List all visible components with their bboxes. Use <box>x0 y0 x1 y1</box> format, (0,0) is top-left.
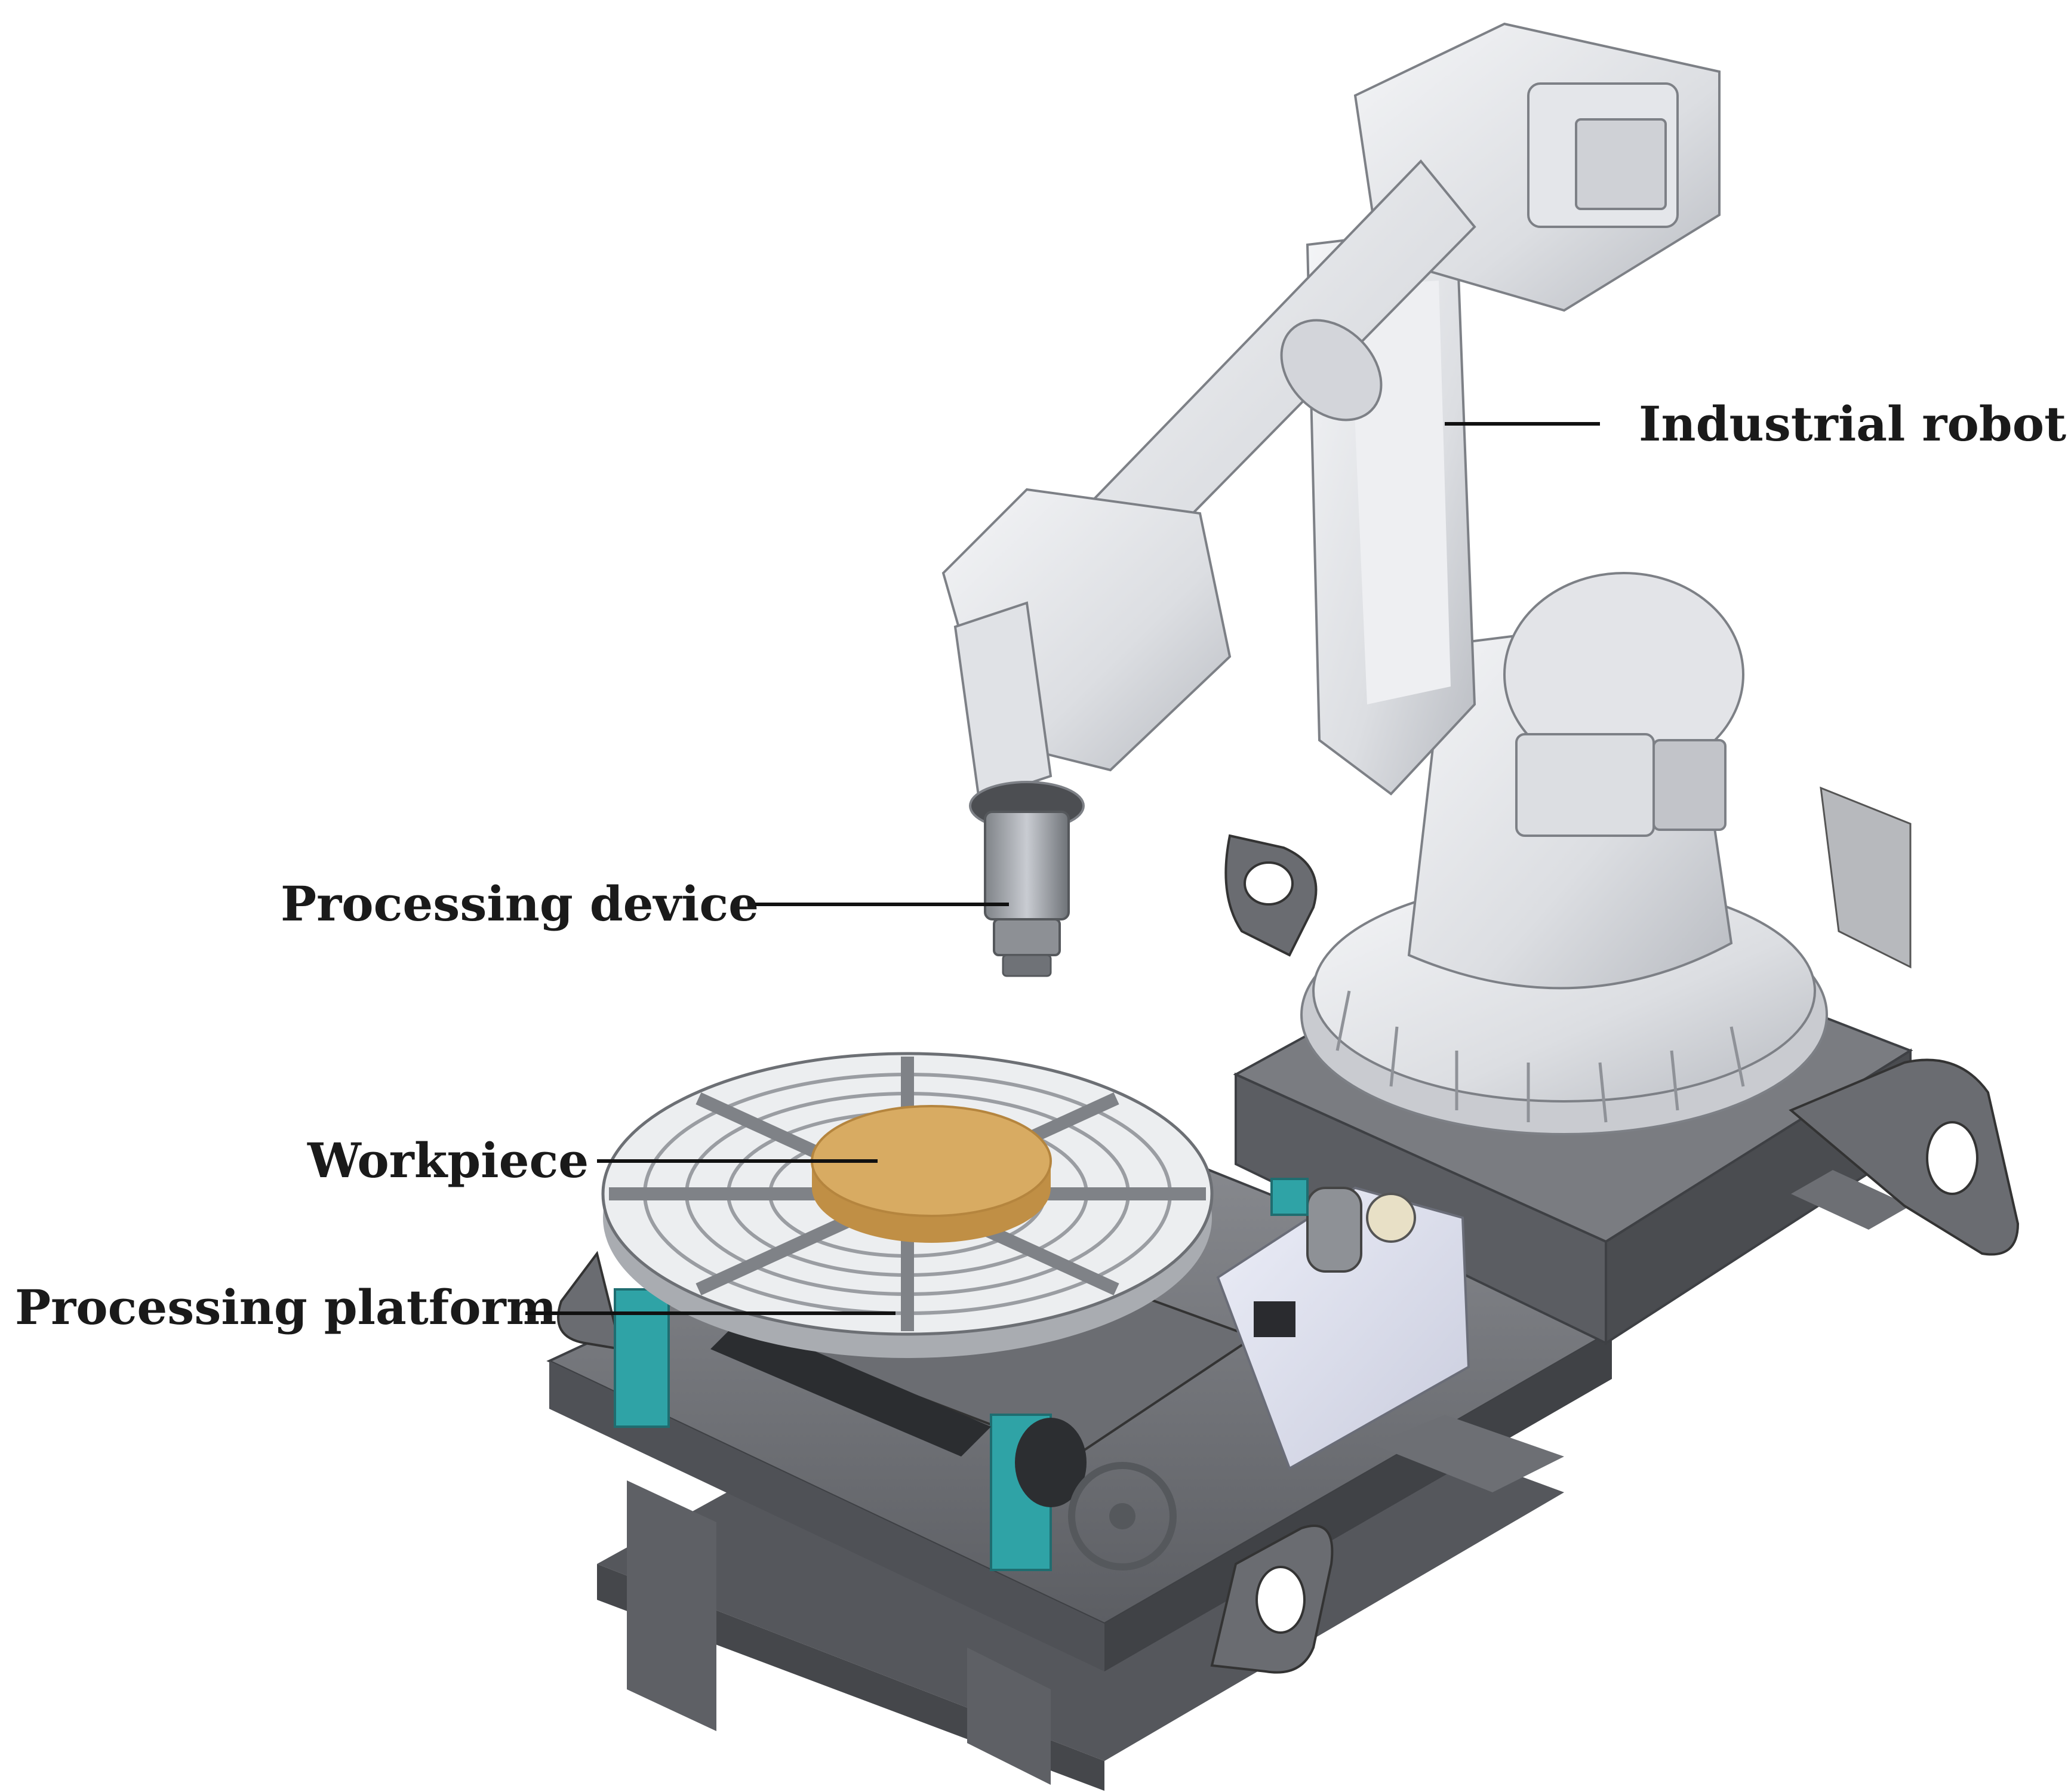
callout-processing-platform: Processing platform <box>15 1279 895 1335</box>
label-industrial-robots: Industrial robots <box>1639 396 2068 452</box>
callout-industrial-robots: Industrial robots <box>1445 396 2068 452</box>
spindle-tool-icon <box>984 811 1070 977</box>
callout-workpiece: Workpiece <box>307 1132 878 1188</box>
label-workpiece: Workpiece <box>307 1132 589 1188</box>
control-box <box>1216 1178 1470 1470</box>
disc-workpiece-icon <box>811 1105 1052 1243</box>
label-processing-device: Processing device <box>281 876 759 932</box>
callout-processing-device: Processing device <box>281 876 1009 932</box>
industrial-robot-icon <box>941 22 1828 1135</box>
label-processing-platform: Processing platform <box>15 1279 556 1335</box>
